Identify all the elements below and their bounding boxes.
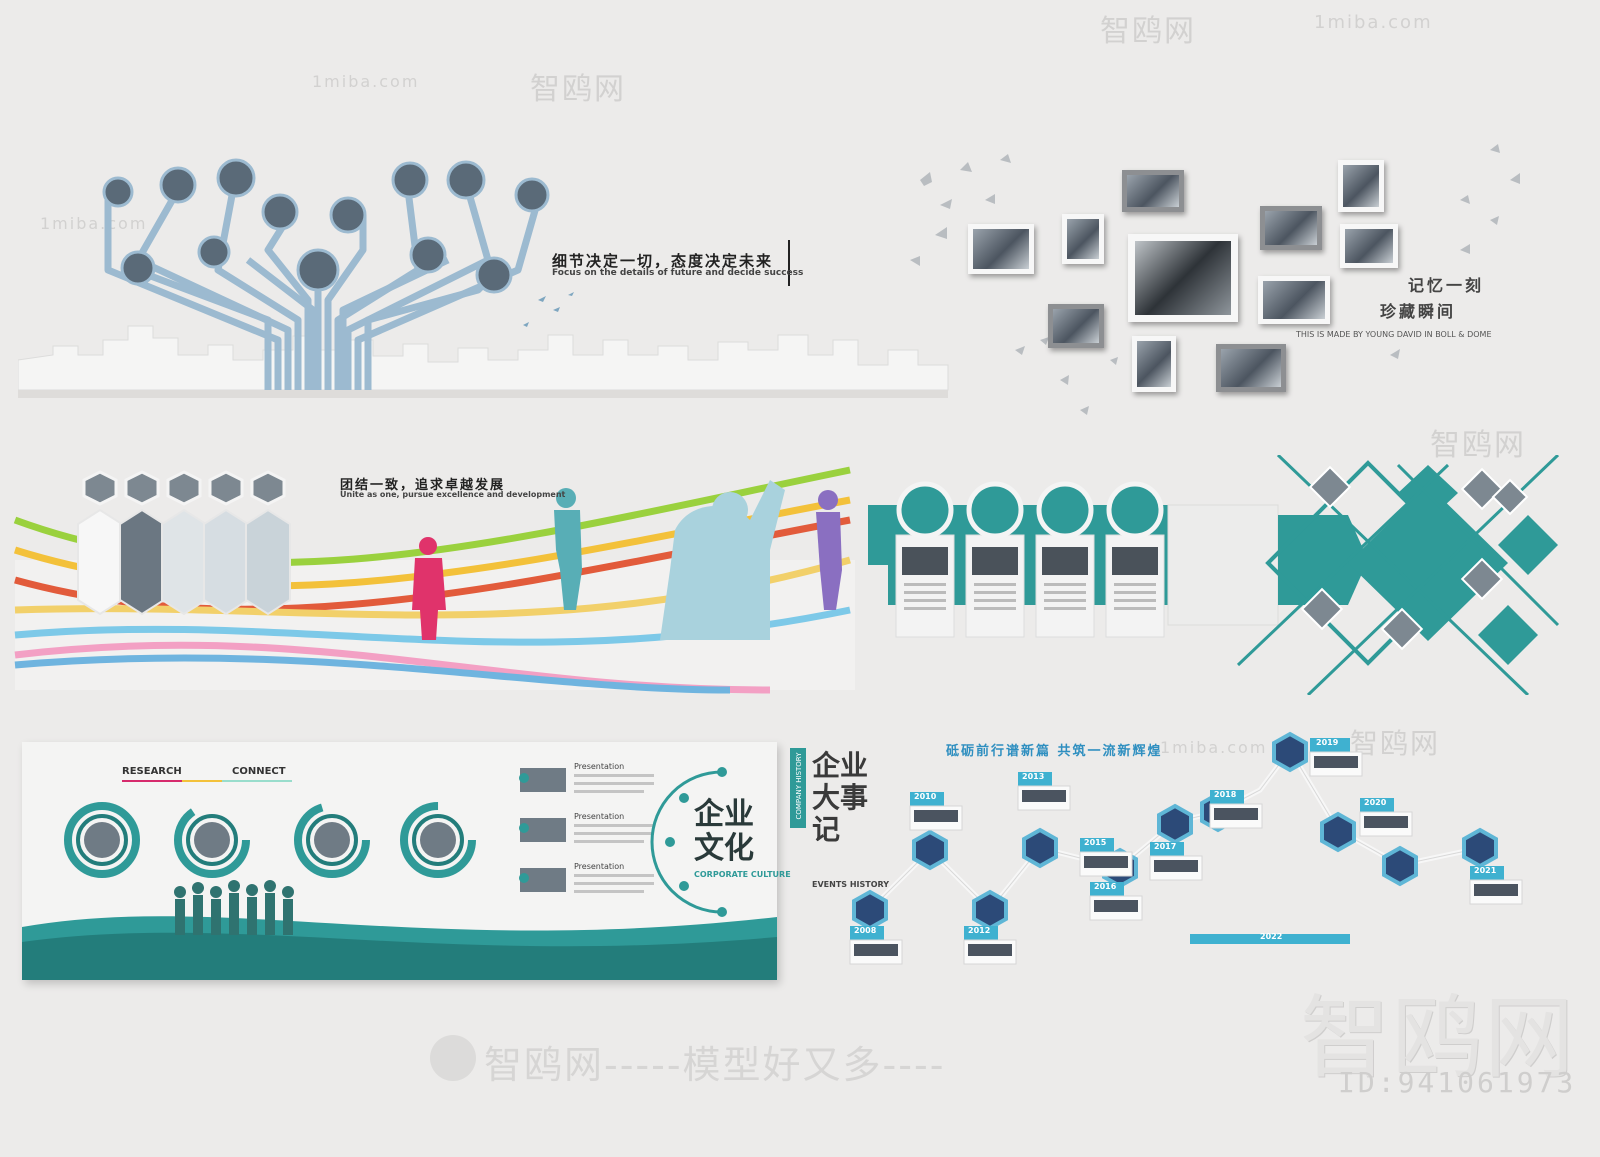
culture-title-sub: CORPORATE CULTURE	[694, 870, 791, 879]
milestone-title-cn: 企业大事记	[812, 749, 869, 846]
photo-frame-5	[1260, 206, 1322, 250]
rainbow-wall-headline: 团结一致，追求卓越发展	[340, 478, 506, 493]
milestone-node-10: 2020	[1364, 798, 1387, 807]
milestone-side-en: EVENTS HISTORY	[812, 880, 890, 889]
milestone-node-7: 2017	[1154, 842, 1177, 851]
watermark-domain-top-right: 1miba.com	[1314, 12, 1433, 33]
photo-frame-3	[1062, 214, 1104, 264]
milestone-wall-panel: 企业大事记 EVENTS HISTORY COMPANY HISTORY 砥砺前…	[790, 730, 1570, 995]
rainbow-wall-subline: Unite as one, pursue excellence and deve…	[340, 490, 566, 499]
watermark-domain-left: 1miba.com	[40, 214, 148, 233]
tree-wall-headline: 细节决定一切，态度决定未来	[552, 252, 774, 270]
tree-wall-panel: 细节决定一切，态度决定未来 Focus on the details of fu…	[18, 150, 968, 410]
milestone-node-5: 2015	[1084, 838, 1107, 847]
teal-cards-panel	[868, 455, 1568, 695]
milestone-node-6: 2016	[1094, 882, 1117, 891]
photo-frame-9	[1048, 304, 1104, 348]
culture-list-title-3: Presentation	[574, 862, 625, 871]
watermark-big-brand: 智鸥网	[1300, 986, 1576, 1091]
watermark-id-label: ID:941061973	[1338, 1066, 1577, 1099]
culture-list-title-2: Presentation	[574, 812, 625, 821]
rainbow-wall-panel: 团结一致，追求卓越发展 Unite as one, pursue excelle…	[10, 460, 870, 700]
photo-frame-8	[1258, 276, 1330, 324]
milestone-headline: 砥砺前行谱新篇 共筑一流新辉煌	[946, 744, 1163, 759]
photo-frame-2	[1122, 170, 1184, 212]
watermark-brand-right: 智鸥网	[1430, 428, 1526, 463]
milestone-vertical-tag: COMPANY HISTORY	[795, 752, 803, 820]
milestone-node-1: 2008	[854, 926, 877, 935]
watermark-bird-icon	[430, 1035, 476, 1081]
culture-wall-panel: RESEARCH CONNECT Presentation Presentati…	[22, 742, 791, 980]
photo-frame-1	[968, 224, 1034, 274]
rainbow-wall-art	[13, 466, 855, 694]
photo-frame-7	[1340, 224, 1398, 268]
milestone-wall-art	[790, 731, 1523, 965]
milestone-node-9: 2019	[1316, 738, 1339, 747]
tree-wall-subline: Focus on the details of future and decid…	[552, 268, 804, 278]
butterfly-decor	[910, 144, 1520, 415]
watermark-brand-mid: 智鸥网	[530, 72, 626, 107]
milestone-node-12: 2022	[1260, 932, 1283, 941]
watermark-domain-top-left: 1miba.com	[312, 72, 420, 91]
milestone-node-2: 2010	[914, 792, 937, 801]
photo-wall-subline: THIS IS MADE BY YOUNG DAVID IN BOLL & DO…	[1296, 330, 1492, 339]
milestone-node-4: 2013	[1022, 772, 1045, 781]
milestone-node-11: 2021	[1474, 866, 1497, 875]
photo-frame-4	[1128, 234, 1238, 322]
culture-wall-art	[22, 767, 777, 980]
culture-label-right: CONNECT	[232, 766, 286, 777]
watermark-bottom-slogan: 智鸥网-----模型好又多----	[484, 1043, 946, 1087]
milestone-node-3: 2012	[968, 926, 991, 935]
photo-wall-headline-2: 珍藏瞬间	[1380, 302, 1457, 321]
milestone-node-8: 2018	[1214, 790, 1237, 799]
watermark-brand-top: 智鸥网	[1100, 14, 1196, 49]
watermark-domain-right: 1miba.com	[1160, 738, 1268, 757]
culture-title-cn: 企业文化	[694, 797, 754, 866]
photo-wall-panel: 记忆一刻 珍藏瞬间 THIS IS MADE BY YOUNG DAVID IN…	[900, 140, 1550, 430]
teal-cards-art	[868, 455, 1560, 695]
photo-frame-6	[1338, 160, 1384, 212]
culture-label-left: RESEARCH	[122, 766, 182, 777]
photo-frame-11	[1216, 344, 1286, 392]
photo-frame-10	[1132, 336, 1176, 392]
culture-list-title-1: Presentation	[574, 762, 625, 771]
tree-wall-art	[18, 158, 949, 398]
watermark-brand-low: 智鸥网	[1350, 727, 1441, 760]
photo-wall-headline: 记忆一刻	[1408, 276, 1485, 295]
